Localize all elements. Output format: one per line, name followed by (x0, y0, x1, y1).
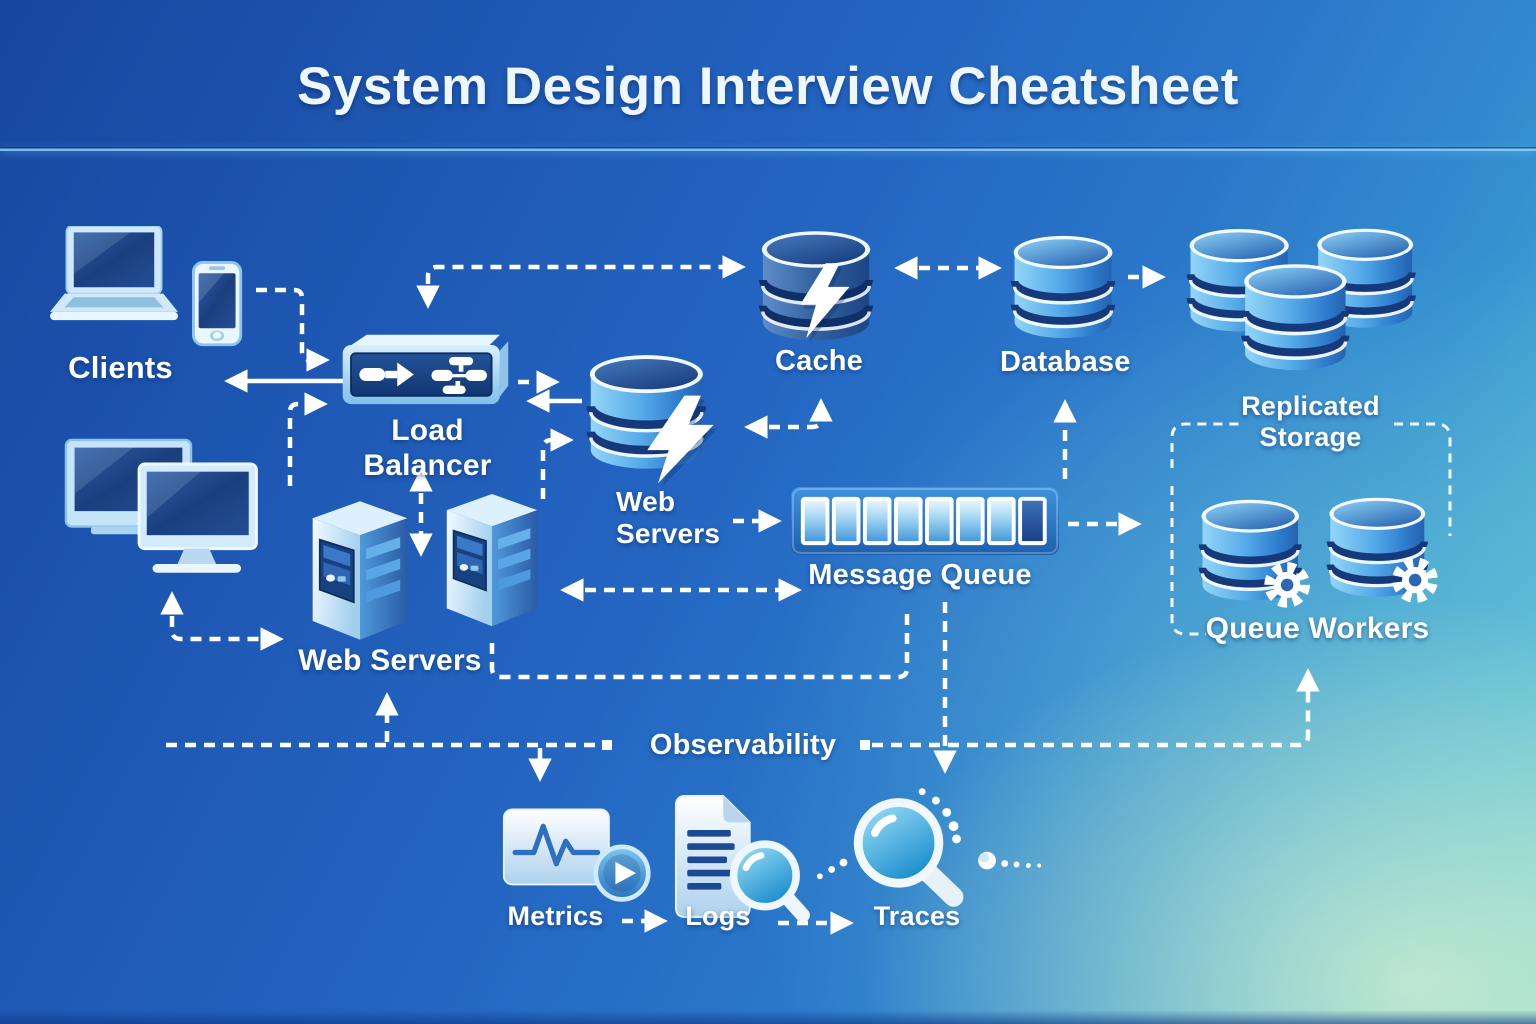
lightning-bolt-icon (800, 263, 850, 339)
page-title: System Design Interview Cheatsheet (297, 57, 1239, 116)
clients-label: Clients (68, 350, 173, 385)
play-button-icon (593, 844, 651, 902)
load-balancer-icon (342, 334, 509, 405)
observability-right-endpoint (860, 740, 870, 750)
arrow-webservers-cache (744, 398, 833, 439)
logs-label: Logs (685, 901, 751, 931)
message-queue-label: Message Queue (808, 559, 1032, 591)
arrow-phone-to-loadbalancer (256, 287, 330, 372)
metrics-chart-icon (502, 808, 651, 902)
observability-label: Observability (649, 729, 837, 761)
desktop-monitors-icon (64, 438, 258, 573)
queue-workers-label: Queue Workers (1205, 612, 1430, 645)
arrow-loadbalancer-cache (416, 255, 746, 309)
logs-document-icon (674, 794, 810, 923)
server-tower-icon (311, 500, 409, 641)
database-label: Database (1000, 346, 1131, 378)
traces-magnifier-icon (816, 788, 1042, 907)
divider-line (0, 147, 1536, 151)
replicated-storage-label: Replicated Storage (1241, 391, 1380, 453)
queue-workers-icon (1194, 486, 1438, 608)
message-queue-icon (790, 486, 1060, 555)
arrow-towers-to-webservers (540, 428, 574, 499)
server-tower-icon (445, 493, 539, 628)
path-towers-to-messagequeue-return (489, 608, 910, 680)
cache-cylinder-icon (758, 231, 874, 343)
bottom-shade (0, 1010, 1536, 1024)
database-cylinder-icon (1006, 224, 1120, 346)
queue-workers-box-segment-1 (1170, 422, 1244, 468)
cache-label: Cache (774, 345, 864, 377)
metrics-label: Metrics (507, 901, 604, 931)
traces-label: Traces (873, 901, 961, 931)
lightning-bolt-icon (647, 395, 714, 484)
arrow-monitors-towers (160, 591, 284, 651)
observability-left-endpoint (602, 740, 612, 750)
web-servers-label: Web Servers (298, 644, 482, 677)
web-servers-cluster-label: Web Servers (616, 486, 721, 550)
replicated-storage-icon (1180, 217, 1434, 388)
arrow-observability-to-queueworkers (872, 668, 1320, 748)
magnifier-icon (729, 840, 810, 923)
load-balancer-label: Load Balancer (363, 414, 492, 482)
arrow-monitors-to-loadbalancer (287, 392, 328, 486)
laptop-icon (50, 226, 178, 321)
smartphone-icon (192, 261, 243, 347)
web-servers-cylinder-icon (586, 355, 718, 488)
pulse-line-icon (512, 823, 601, 867)
queue-workers-box-segment-2 (1394, 422, 1452, 536)
queue-workers-box-segment-3 (1170, 486, 1206, 636)
